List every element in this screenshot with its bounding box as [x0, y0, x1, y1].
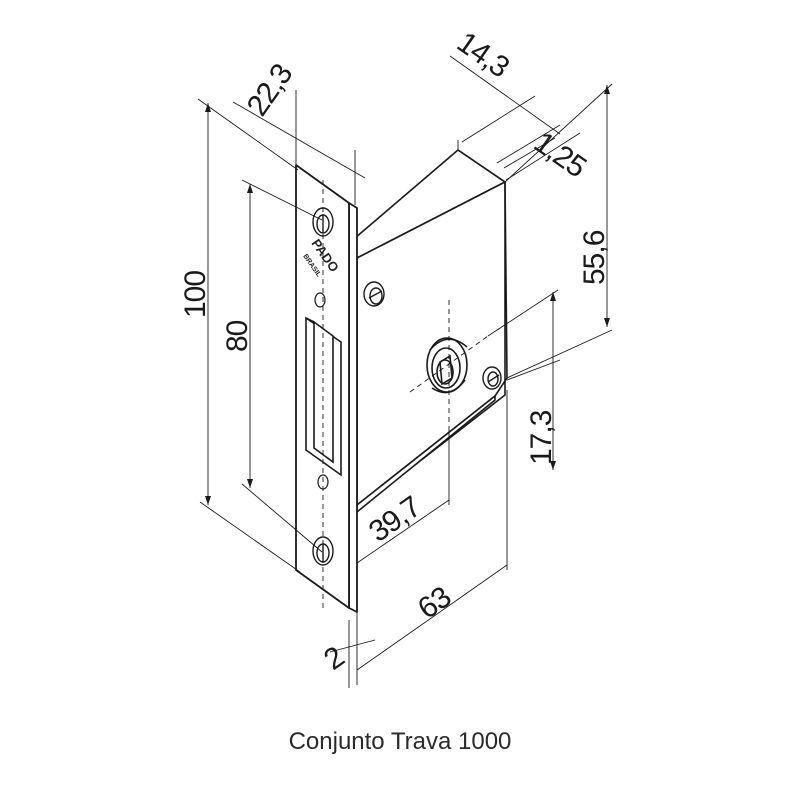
dimension-lines: [197, 55, 613, 688]
bolt-slot: [305, 316, 342, 477]
lock-body: [354, 149, 508, 513]
faceplate-side: [348, 202, 358, 613]
faceplate-screw-top: [312, 207, 334, 237]
dim-22-3: 22,3: [241, 58, 299, 122]
dim-63: 63: [412, 581, 457, 626]
center-lines: [409, 300, 489, 430]
dim-14-3: 14,3: [451, 26, 515, 84]
dim-80: 80: [221, 320, 254, 352]
body-screw-right: [482, 366, 502, 390]
dim-2: 2: [318, 641, 350, 677]
body-screw-top: [363, 281, 385, 307]
dim-17-3: 17,3: [525, 410, 558, 465]
dim-1-25: 1,25: [528, 126, 592, 184]
dimension-arrows: [205, 85, 610, 505]
caption: Conjunto Trava 1000: [288, 728, 512, 755]
dim-55-6: 55,6: [578, 230, 611, 285]
dim-100: 100: [179, 271, 212, 318]
